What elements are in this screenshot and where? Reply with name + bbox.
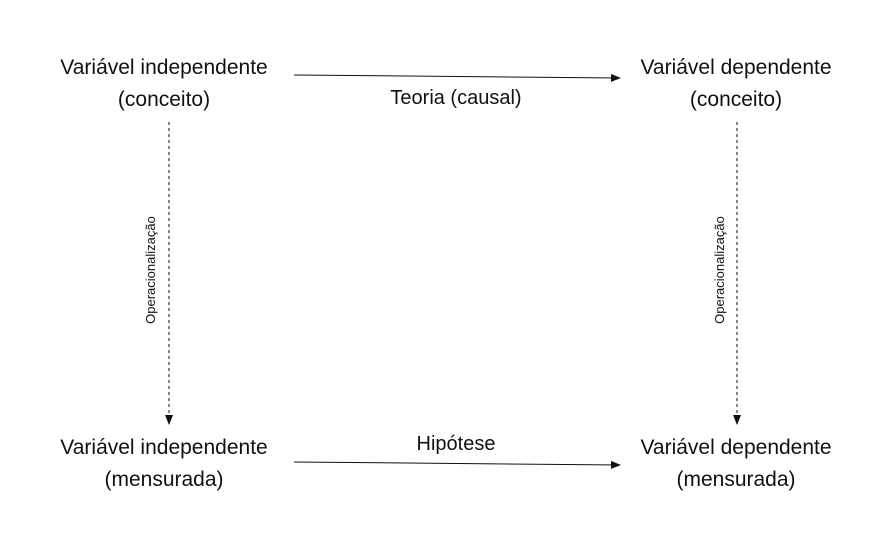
- hypothesis-label: Hipótese: [416, 433, 496, 455]
- theory-arrow: [293, 73, 621, 82]
- dependent-measured-line2: (mensurada): [676, 468, 796, 491]
- independent-variable-measured-node: Variável independente (mensurada): [26, 432, 302, 496]
- dependent-concept-line2: (conceito): [689, 88, 783, 111]
- independent-concept-line1: Variável independente: [60, 56, 268, 79]
- independent-variable-concept-node: Variável independente (conceito): [26, 52, 302, 116]
- dependent-variable-concept-node: Variável dependente (conceito): [614, 52, 858, 116]
- operationalization-right-label: Operacionalização: [712, 216, 727, 324]
- independent-measured-line1: Variável independente: [60, 436, 268, 459]
- independent-concept-line2: (conceito): [117, 88, 211, 111]
- hypothesis-arrow: [293, 460, 621, 469]
- independent-measured-line2: (mensurada): [104, 468, 224, 491]
- dependent-concept-line1: Variável dependente: [640, 56, 832, 79]
- dependent-variable-measured-node: Variável dependente (mensurada): [614, 432, 858, 496]
- theory-label: Teoria (causal): [390, 87, 522, 109]
- dependent-measured-line1: Variável dependente: [640, 436, 832, 459]
- operationalization-left-label: Operacionalização: [143, 216, 158, 324]
